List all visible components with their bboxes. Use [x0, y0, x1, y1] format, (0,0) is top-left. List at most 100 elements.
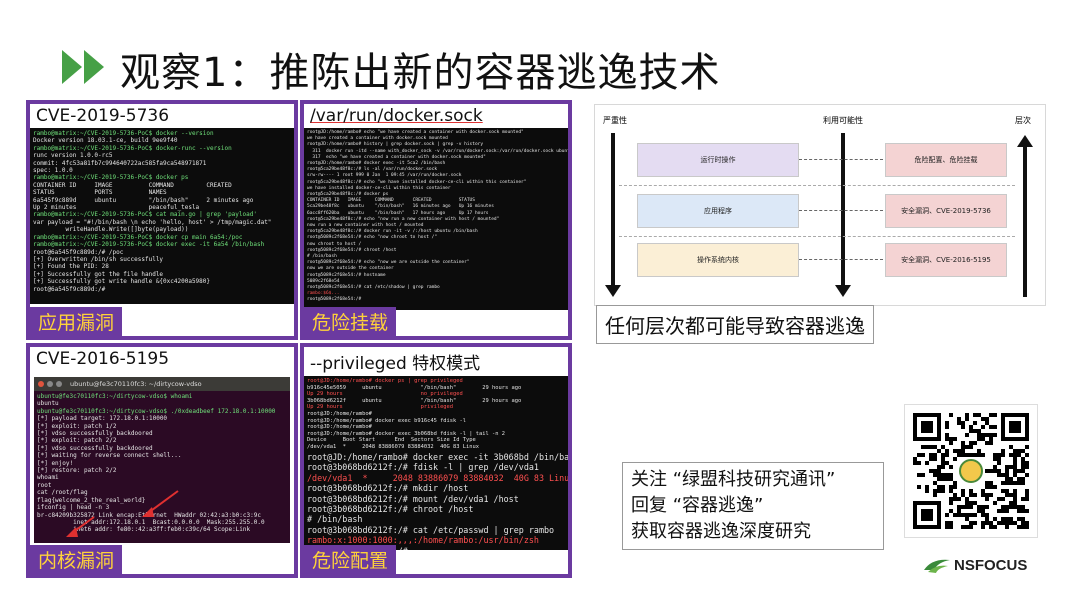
terminal-line: b916c45e5059 ubuntu "/bin/bash" 29 hours…	[307, 384, 522, 391]
arrow-down-icon	[835, 285, 851, 297]
link-line	[799, 159, 883, 160]
info-line: 获取容器逃逸深度研究	[631, 521, 811, 542]
terminal-line: inet addr:172.18.0.1 Bcast:0.0.0.0 Mask:…	[37, 518, 265, 526]
terminal-line: we have created a container with docker.…	[307, 136, 448, 142]
terminal-line: root@3b068bd6212f:/# mkdir /host	[307, 483, 469, 494]
terminal-line: [*] exploit: patch 1/2	[37, 422, 117, 430]
terminal-line: /dev/vda1 * 2048 83886079 83884032 40G 8…	[307, 443, 480, 450]
terminal-line: cat /root/flag	[37, 489, 88, 497]
terminal-line: [*] payload target: 172.18.0.1:10000	[37, 415, 168, 423]
terminal-line: root@JD:/home/rambo# echo "we have creat…	[307, 130, 524, 135]
terminal-line: root@5089c2f68e54:/# cat /etc/shadow | g…	[307, 285, 440, 291]
nsfocus-logo-icon	[924, 559, 950, 573]
terminal-line: ubuntu	[37, 400, 59, 408]
info-line: 回复 “容器逃逸”	[631, 495, 764, 516]
terminal-line: root@3b068bd6212f:/# chroot /host	[307, 504, 474, 515]
terminal-line: root@5ca29be48f8c:/# ls -al /var/run/doc…	[307, 167, 438, 173]
terminal-line: Up 2 minutes peaceful_tesla	[33, 204, 200, 212]
terminal-line: Docker version 18.03.1-ce, build 9ee9f40	[33, 137, 178, 145]
window-titlebar: ubuntu@fe3c70110fc3: ~/dirtycow-vdso	[34, 377, 290, 391]
red-arrow-icon	[66, 516, 95, 537]
risk-application-box: 安全漏洞、CVE-2019-5736	[885, 194, 1007, 228]
terminal-line: root@5089c2f68e54:/# echo "now we are ou…	[307, 260, 470, 266]
terminal-line: [+] Overwritten /bin/sh successfully	[33, 255, 164, 263]
maximize-icon[interactable]	[56, 381, 62, 387]
panel-cve-2019-5736: CVE-2019-5736 rambo@matrix:~/CVE-2019-57…	[26, 100, 298, 340]
terminal-line: root@5ca29be48f8c:/# echo "now run a new…	[307, 216, 500, 222]
terminal-line: root@JD:/home/rambo# docker exec b916c45…	[307, 417, 467, 424]
terminal-line: writeHandle.Write([]byte(payload))	[33, 226, 189, 234]
terminal-line: [*] enjoy!	[37, 459, 74, 467]
terminal-line: root@JD:/home/rambo# docker ps | grep pr…	[307, 378, 463, 384]
layer-diagram: 严重性 利用可能性 层次 运行时操作 危险配置、危险挂载 应用程序 安全漏洞、C…	[594, 104, 1046, 306]
category-badge: 危险挂载	[304, 307, 397, 336]
category-badge: 内核漏洞	[30, 545, 123, 574]
layers-label: 层次	[1015, 116, 1031, 125]
terminal-line: root@5089c2f68e54:/# hostname	[307, 272, 386, 278]
terminal-line: ubuntu@fe3c70110fc3:~/dirtycow-vdso$ who…	[37, 393, 193, 400]
terminal-line: now chroot to host /	[307, 241, 362, 247]
close-icon[interactable]	[38, 381, 44, 387]
title-arrows	[62, 50, 104, 84]
terminal-line: inet6 addr: fe80::42:a3ff:feb0:c39c/64 S…	[37, 526, 251, 534]
terminal-line: [*] exploit: patch 2/2	[37, 437, 117, 445]
risk-kernel-box: 安全漏洞、CVE-2016-5195	[885, 243, 1007, 277]
minimize-icon[interactable]	[47, 381, 53, 387]
terminal-line: now run a new container with host / moun…	[307, 223, 424, 229]
terminal-line: ubuntu@fe3c70110fc3:~/dirtycow-vdso$ ./0…	[37, 407, 276, 415]
likelihood-label: 利用可能性	[823, 116, 863, 125]
info-line: 关注 “绿盟科技研究通讯”	[631, 469, 836, 490]
terminal-output: root@JD:/home/rambo# echo "we have creat…	[304, 128, 568, 310]
terminal-line: root@5089c2f68e54:/#	[307, 297, 362, 303]
link-line	[799, 210, 883, 211]
logo-text: NSFOCUS	[954, 556, 1028, 574]
panel-title: --privileged 特权模式	[304, 347, 568, 376]
terminal-line: rambo@matrix:~/CVE-2019-5736-PoC$ docker…	[33, 174, 189, 182]
link-line	[799, 259, 883, 260]
terminal-line: root@JD:/home/rambo#	[307, 424, 372, 431]
layer-kernel-box: 操作系统内核	[637, 243, 799, 277]
terminal-line: [+] Successfully got write handle &{0xc4…	[33, 278, 211, 286]
terminal-line: 5089c2f68e54	[307, 278, 340, 284]
terminal-line: CONTAINER ID IMAGE COMMAND CREATED	[33, 181, 232, 189]
terminal-line: root	[37, 481, 52, 489]
arrow-down-icon	[605, 285, 621, 297]
panel-docker-sock: /var/run/docker.sock root@JD:/home/rambo…	[300, 100, 572, 340]
terminal-line: spec: 1.0.0	[33, 167, 73, 175]
terminal-line: root@5ca29be48f8c:/# echo "we have insta…	[307, 179, 527, 185]
terminal-line: # /bin/bash	[307, 514, 363, 525]
divider	[619, 236, 1015, 237]
terminal-line: we have installed docker-ce-cli within t…	[307, 185, 451, 191]
terminal-line: rambo@matrix:~/CVE-2019-5736-PoC$ docker…	[33, 241, 265, 249]
qr-code	[904, 404, 1038, 538]
terminal-line: 317 echo "we have created a container wi…	[307, 154, 486, 160]
terminal-output: root@JD:/home/rambo# docker ps | grep pr…	[304, 376, 568, 450]
terminal-line: br-c84209b325872 Link encap:Ethernet HWa…	[37, 511, 261, 519]
terminal-output-zoomed: root@JD:/home/rambo# docker exec -it 3b0…	[304, 450, 568, 550]
terminal-line: root@JD:/home/rambo# docker exec -it 5ca…	[307, 161, 446, 167]
arrow-icon	[84, 50, 104, 84]
terminal-line: root@5089c2f68e54:/# chroot /host	[307, 247, 397, 253]
panel-title: CVE-2016-5195	[30, 347, 294, 371]
diagram-caption: 任何层次都可能导致容器逃逸	[596, 305, 874, 344]
terminal-line: CONTAINER ID IMAGE COMMAND CREATED STATU…	[307, 198, 475, 204]
terminal-output: ubuntu@fe3c70110fc3:~/dirtycow-vdso$ who…	[34, 391, 290, 543]
terminal-line: root@JD:/home/rambo#	[307, 410, 372, 417]
terminal-line: rambo@matrix:~/CVE-2019-5736-PoC$ docker…	[33, 233, 243, 241]
arrow-up-icon	[1017, 135, 1033, 147]
terminal-line: [*] vdso successfully backdoored	[37, 430, 153, 438]
terminal-line: root@JD:/home/rambo# docker exec -it 3b0…	[307, 452, 568, 462]
panel-title: CVE-2019-5736	[30, 104, 294, 128]
terminal-line: Up 29 hours no_privileged	[307, 391, 463, 398]
terminal-line: [+] Found the PID: 28	[33, 263, 109, 271]
risk-runtime-box: 危险配置、危险挂载	[885, 143, 1007, 177]
terminal-line: rambo@matrix:~/CVE-2019-5736-PoC$ cat ma…	[33, 211, 257, 219]
terminal-line: root@5ca29be48f8c:/# docker run -it -v /…	[307, 229, 478, 235]
terminal-line: rambo:$6$...	[307, 291, 340, 297]
category-badge: 危险配置	[304, 545, 397, 574]
terminal-line: [*] restore: patch 2/2	[37, 467, 117, 475]
nsfocus-logo: NSFOCUS	[922, 556, 1027, 574]
layer-application-box: 应用程序	[637, 194, 799, 228]
terminal-line: root@3b068bd6212f:/# cat /etc/passwd | g…	[307, 524, 555, 535]
severity-label: 严重性	[603, 116, 627, 125]
